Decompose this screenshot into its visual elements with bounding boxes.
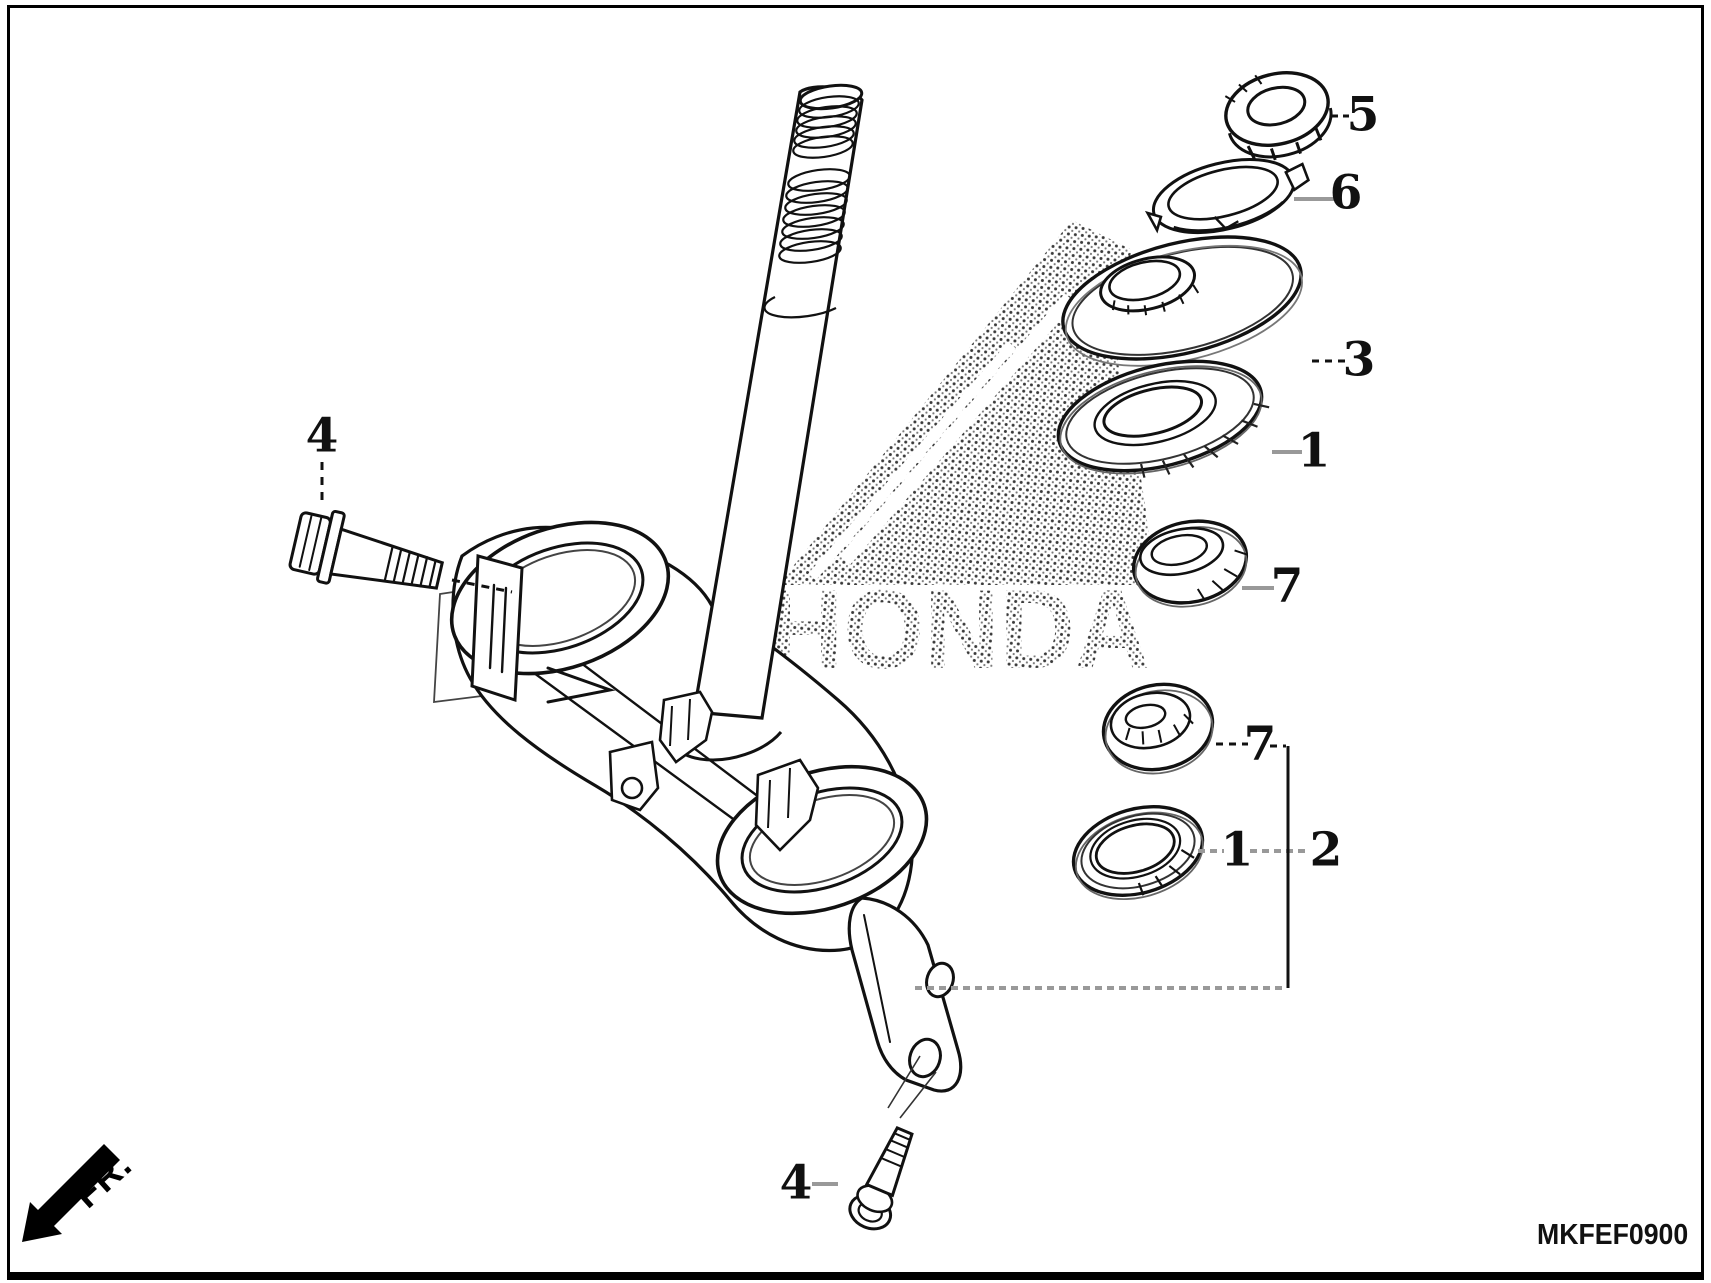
part-pinch-bolt-lower (848, 1125, 914, 1231)
leader-lines (320, 114, 1350, 1186)
honda-watermark: HONDA (768, 220, 1153, 692)
stem-threads-lower (778, 168, 851, 264)
part-bearing-upper (1056, 359, 1270, 478)
diagram-code: MKFEF0900 (1537, 1219, 1689, 1251)
callout-stem-sub-assembly: 2 (1309, 822, 1343, 878)
stopper-notch (546, 666, 616, 704)
front-direction-arrow (22, 1144, 120, 1242)
steering-stem-tube (692, 83, 864, 720)
stem-base-details (608, 690, 820, 852)
callout-stem-nut: 5 (1346, 87, 1380, 143)
steering-stopper-right (754, 758, 820, 852)
stem-threads-upper (792, 95, 860, 159)
callout-bearing-lower: 7 (1243, 716, 1277, 772)
pinch-ear-left (470, 554, 524, 703)
callout-lock-washer: 6 (1329, 165, 1363, 221)
callout-bolt-upper: 4 (305, 408, 339, 464)
part-bearing-lower (1101, 682, 1215, 775)
part-pinch-bolt-upper (288, 509, 445, 590)
part-steering-stem-nut (1224, 71, 1333, 161)
part-dust-seal (1061, 235, 1303, 367)
bolt-axis-phantom-lines (887, 1055, 937, 1119)
part-race-lower (1071, 805, 1205, 900)
callout-race-upper: 7 (1270, 558, 1304, 614)
part-race-upper (1131, 519, 1249, 608)
pinch-ear-right (847, 896, 963, 1093)
callout-bolt-lower: 4 (779, 1155, 813, 1211)
watermark-honda-text: HONDA (768, 567, 1150, 692)
callout-dust-seal: 3 (1342, 332, 1376, 388)
part-lock-washer (1144, 158, 1310, 234)
callout-race-lower: 1 (1220, 822, 1254, 878)
steering-stopper-left (658, 690, 714, 764)
callout-bearing-upper: 1 (1297, 423, 1331, 479)
